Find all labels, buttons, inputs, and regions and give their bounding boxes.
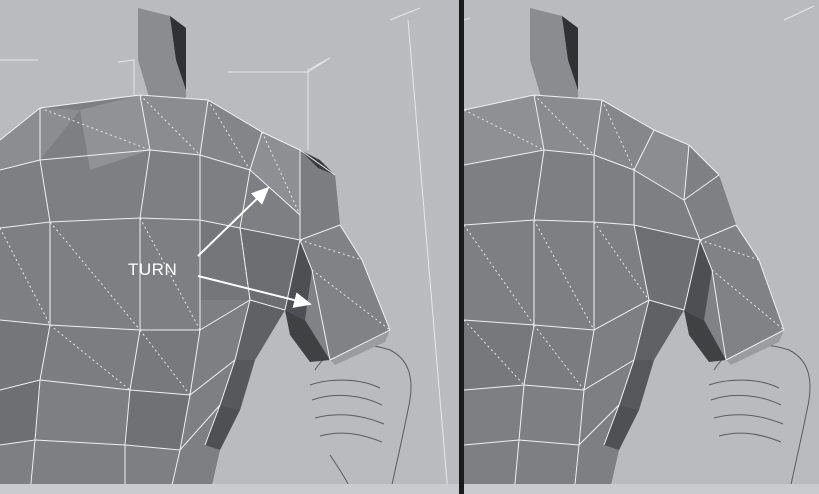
mesh-render-left: [0, 0, 459, 494]
bottom-band-right: [464, 484, 819, 494]
reference-guides-right: [464, 6, 814, 20]
hand-outline-right: [709, 345, 810, 494]
mesh-render-right: [464, 0, 819, 494]
viewport-left[interactable]: TURN: [0, 0, 459, 494]
turn-label: TURN: [128, 260, 177, 280]
viewport-right[interactable]: [464, 0, 819, 494]
hand-outline-left: [310, 345, 411, 494]
bottom-band-left: [0, 484, 459, 494]
